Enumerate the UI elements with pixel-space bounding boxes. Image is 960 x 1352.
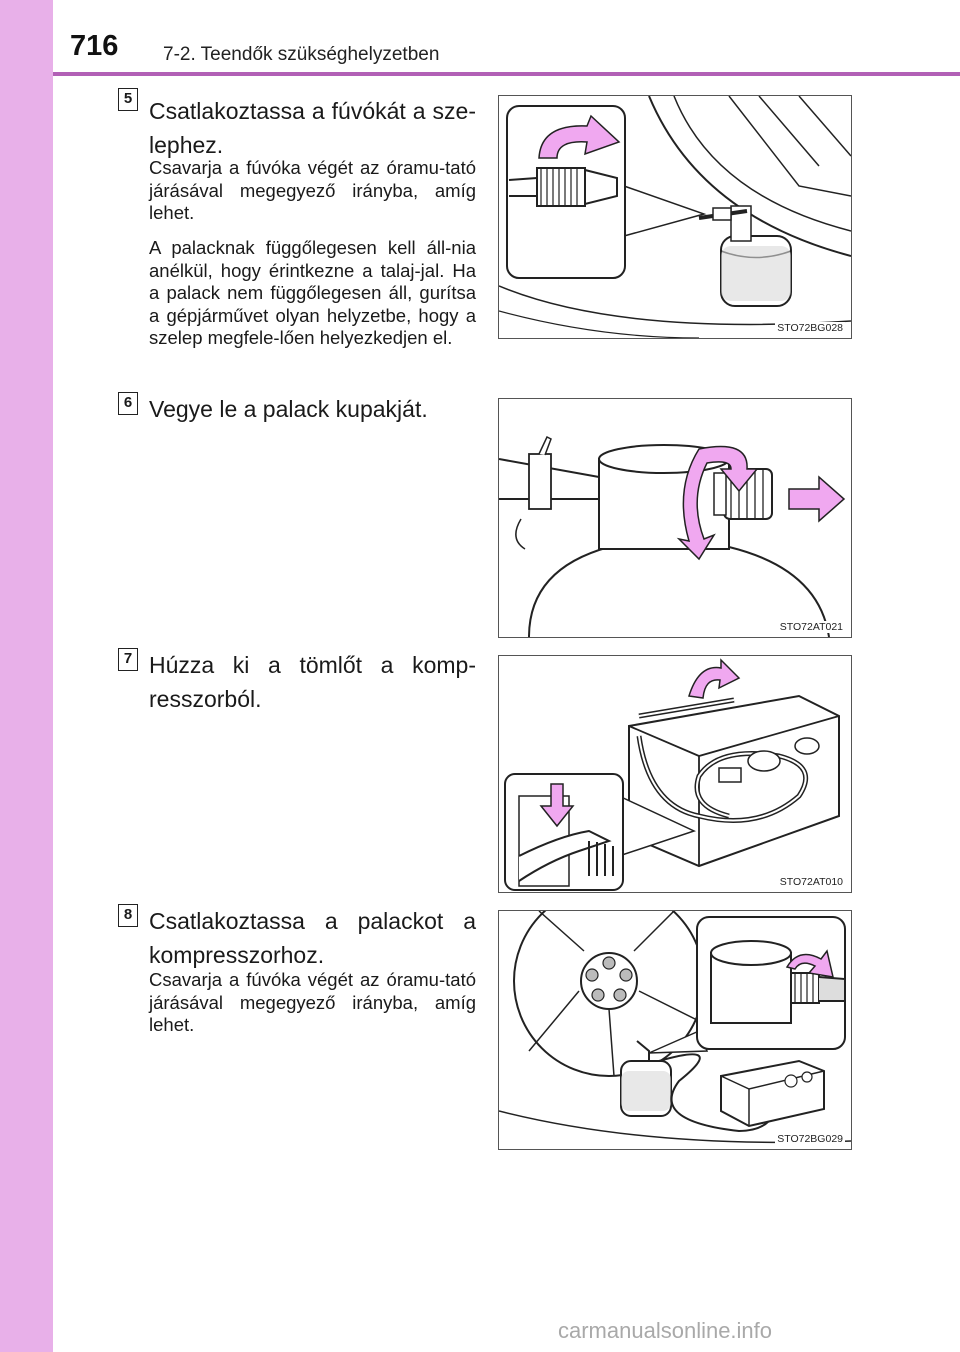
step-5-heading: Csatlakoztassa a fúvókát a sze-lephez.: [149, 98, 476, 158]
figure-code: STO72AT021: [777, 621, 845, 633]
page-number: 716: [70, 30, 119, 62]
step-number-7: 7: [118, 648, 138, 671]
step-number-6: 6: [118, 392, 138, 415]
bottle-compressor-connection-illustration: [499, 911, 851, 1144]
nozzle-valve-illustration: [499, 96, 851, 338]
bottle-cap-illustration: [499, 435, 846, 637]
compressor-hose-illustration: [504, 658, 840, 891]
step-number-5: 5: [118, 88, 138, 111]
step-6-heading: Vegye le a palack kupakját.: [149, 396, 428, 422]
header-rule: [53, 72, 960, 76]
step-8-heading: Csatlakoztassa a palackot a kompresszorh…: [149, 908, 476, 968]
section-title: 7-2. Teendők szükséghelyzetben: [163, 44, 440, 65]
step-8-figure: STO72BG029: [498, 910, 852, 1150]
figure-code: STO72BG028: [775, 322, 845, 334]
step-number-8: 8: [118, 904, 138, 927]
side-color-band: [0, 0, 53, 1352]
step-8-paragraph-1: Csavarja a fúvóka végét az óramu-tató já…: [149, 969, 476, 1035]
figure-code: STO72AT010: [777, 876, 845, 888]
step-5-paragraph-1: Csavarja a fúvóka végét az óramu-tató já…: [149, 157, 476, 223]
step-5-figure: STO72BG028: [498, 95, 852, 339]
step-7-heading: Húzza ki a tömlőt a komp-resszorból.: [149, 652, 476, 712]
figure-code: STO72BG029: [775, 1133, 845, 1145]
watermark: carmanualsonline.info: [558, 1318, 773, 1343]
step-5-paragraph-2: A palacknak függőlegesen kell áll-nia an…: [149, 237, 476, 348]
step-6-figure: STO72AT021: [498, 398, 852, 638]
step-7-figure: STO72AT010: [498, 655, 852, 893]
